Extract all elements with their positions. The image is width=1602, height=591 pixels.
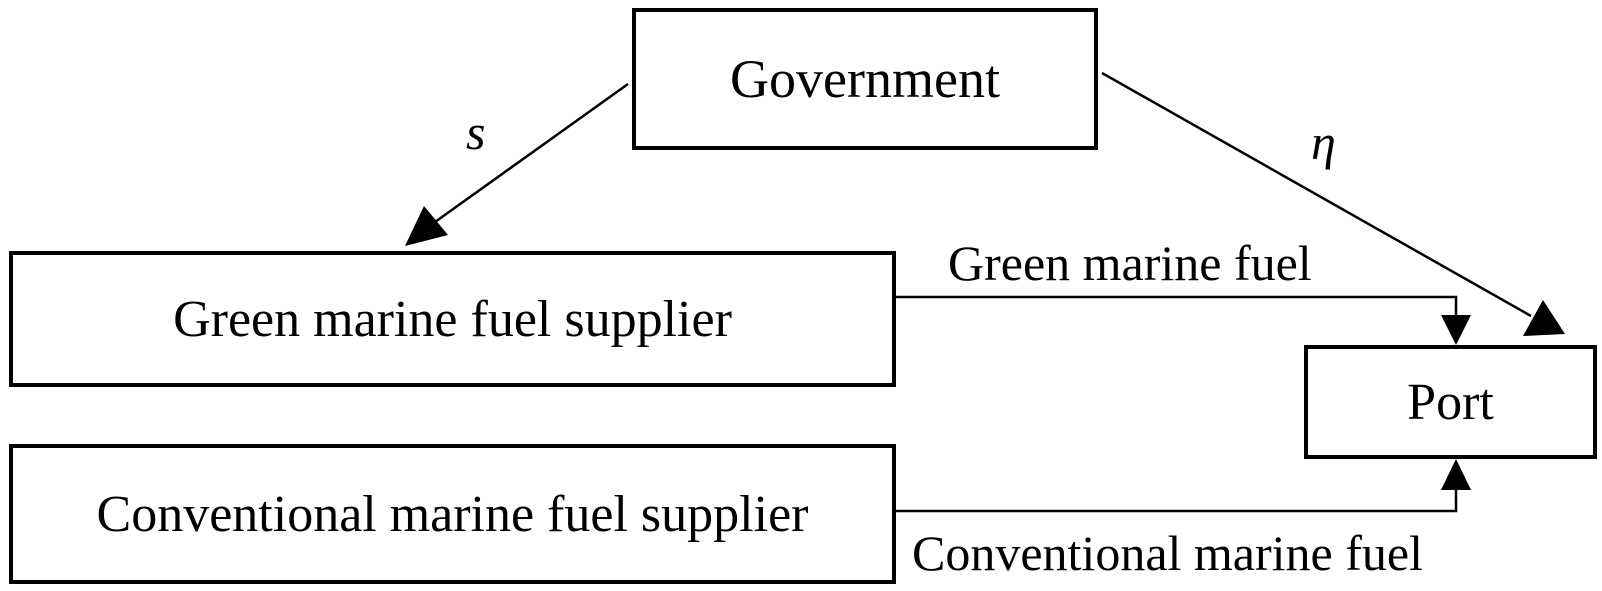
- conventional-flow-label: Conventional marine fuel: [912, 525, 1423, 581]
- port-label: Port: [1407, 373, 1494, 431]
- government-label: Government: [730, 49, 1000, 109]
- port-node: Port: [1304, 345, 1597, 459]
- conventional-supplier-node: Conventional marine fuel supplier: [9, 444, 896, 584]
- penalty-symbol: η: [1311, 114, 1336, 170]
- conventional-supplier-label: Conventional marine fuel supplier: [96, 485, 809, 543]
- green-flow-label: Green marine fuel: [948, 235, 1312, 291]
- green-flow-edge: [896, 295, 1471, 345]
- conventional-flow-edge: [896, 459, 1471, 513]
- green-supplier-node: Green marine fuel supplier: [9, 251, 896, 387]
- subsidy-symbol: s: [466, 104, 486, 160]
- penalty-edge: [1101, 71, 1565, 336]
- government-node: Government: [632, 8, 1098, 150]
- subsidy-edge: [405, 82, 629, 246]
- green-supplier-label: Green marine fuel supplier: [173, 290, 732, 348]
